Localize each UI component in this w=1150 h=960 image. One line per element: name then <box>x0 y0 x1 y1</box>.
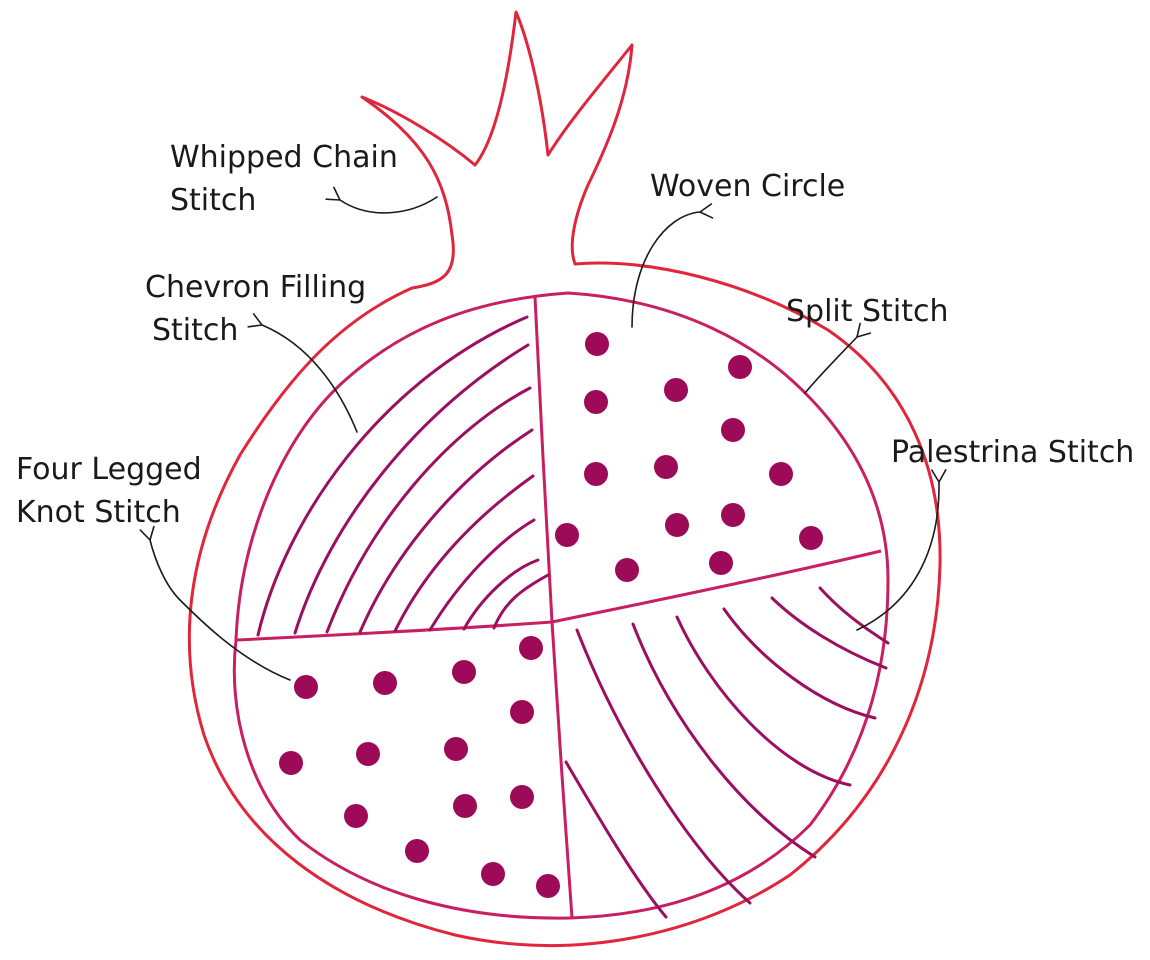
label-palestrina-stitch: Palestrina Stitch <box>891 432 1134 475</box>
stitch-line <box>566 762 666 917</box>
arrow-palestrina <box>857 482 939 630</box>
dot <box>799 526 823 550</box>
chevron-filling-lines <box>258 317 548 635</box>
label-line: Stitch <box>145 310 366 353</box>
four-legged-knot-dots <box>279 636 560 898</box>
label-chevron-filling-stitch: Chevron Filling Stitch <box>145 267 366 352</box>
dot <box>536 874 560 898</box>
dot <box>344 804 368 828</box>
stitch-line <box>327 388 530 632</box>
dot <box>664 378 688 402</box>
label-line: Four Legged <box>16 449 202 492</box>
dot <box>373 671 397 695</box>
stitch-line <box>677 617 850 785</box>
dot <box>709 551 733 575</box>
label-line: Woven Circle <box>650 166 845 209</box>
dot <box>665 513 689 537</box>
stitch-line <box>430 520 534 630</box>
label-line: Chevron Filling <box>145 267 366 310</box>
label-line: Stitch <box>170 180 398 223</box>
stitch-line <box>820 588 888 643</box>
stitch-line <box>258 317 527 635</box>
dot <box>721 418 745 442</box>
dot <box>584 462 608 486</box>
label-line: Split Stitch <box>786 291 948 334</box>
palestrina-arc-lines <box>566 588 888 917</box>
dot <box>769 462 793 486</box>
dot <box>279 751 303 775</box>
label-split-stitch: Split Stitch <box>786 291 948 334</box>
stitch-line <box>360 430 532 632</box>
dot <box>654 455 678 479</box>
dot <box>519 636 543 660</box>
arrow-four-legged <box>150 540 290 680</box>
label-line: Palestrina Stitch <box>891 432 1134 475</box>
inner-field-outline <box>234 293 888 918</box>
dot <box>510 700 534 724</box>
arrow-split-stitch <box>805 337 857 393</box>
label-four-legged-knot-stitch: Four Legged Knot Stitch <box>16 449 202 534</box>
divider-vertical-upper <box>535 297 552 622</box>
label-woven-circle: Woven Circle <box>650 166 845 209</box>
stitch-line <box>772 598 886 668</box>
dot <box>555 523 579 547</box>
label-line: Whipped Chain <box>170 137 398 180</box>
dot <box>452 660 476 684</box>
dot <box>585 332 609 356</box>
stitch-line <box>577 630 750 903</box>
label-line: Knot Stitch <box>16 492 202 535</box>
dot <box>356 742 380 766</box>
stitch-line <box>633 624 815 857</box>
stitch-line <box>395 476 533 631</box>
dot <box>453 794 477 818</box>
dot <box>510 785 534 809</box>
dot <box>444 737 468 761</box>
dot <box>481 862 505 886</box>
dot <box>584 390 608 414</box>
dot <box>728 355 752 379</box>
dot <box>721 503 745 527</box>
woven-circle-dots <box>555 332 823 582</box>
dot <box>615 558 639 582</box>
dot <box>405 839 429 863</box>
label-whipped-chain-stitch: Whipped Chain Stitch <box>170 137 398 222</box>
stitch-line <box>724 609 875 718</box>
dot <box>294 675 318 699</box>
